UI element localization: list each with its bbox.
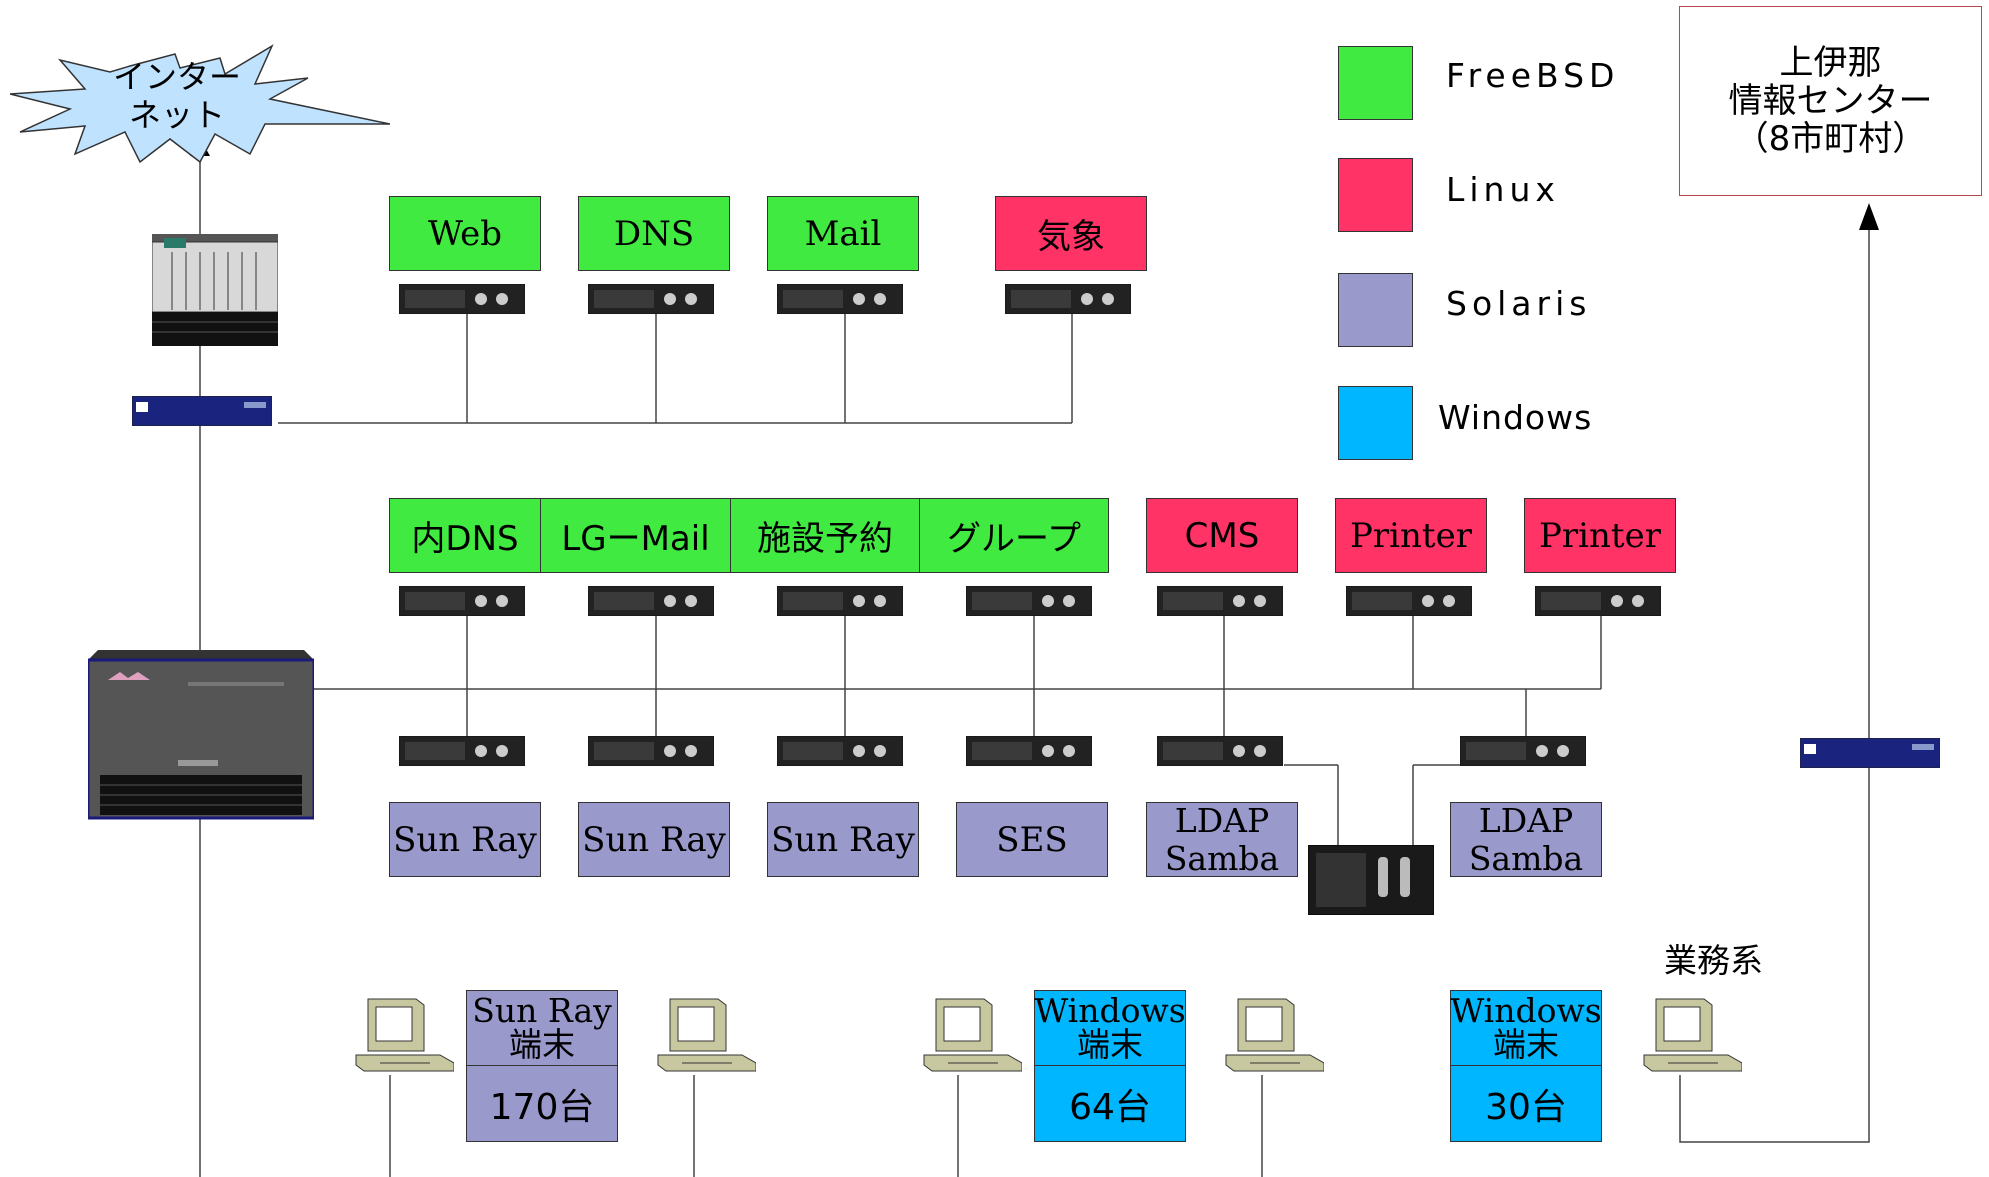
server-box-web: Web: [389, 196, 541, 271]
server-box-dns: DNS: [578, 196, 730, 271]
server-icon: [1157, 736, 1283, 766]
server-icon: [1005, 284, 1131, 314]
router-icon: [152, 234, 278, 346]
legend-swatch-solaris: [1338, 273, 1413, 347]
server-icon: [399, 736, 525, 766]
server-box-sunray: Sun Ray: [767, 802, 919, 877]
internet-label: インター ネット: [112, 58, 241, 134]
terminal-type-label: Sun Ray 端末: [467, 991, 617, 1066]
internet-cloud-icon: [10, 44, 390, 164]
legend-label-freebsd: FreeBSD: [1446, 56, 1620, 95]
pc-icon: [1225, 998, 1324, 1072]
server-icon: [1535, 586, 1661, 616]
legend-swatch-linux: [1338, 158, 1413, 232]
pc-icon: [923, 998, 1022, 1072]
server-box-weather: 気象: [995, 196, 1147, 271]
server-icon: [1346, 586, 1472, 616]
server-box-lg-mail: LGーMail: [540, 498, 731, 573]
legend-label-solaris: Solaris: [1446, 284, 1592, 323]
server-icon: [777, 586, 903, 616]
legend-swatch-windows: [1338, 386, 1413, 460]
server-box-ses: SES: [956, 802, 1108, 877]
server-icon: [1460, 736, 1586, 766]
arrow-up-icon: [1859, 203, 1879, 230]
legend-label-windows: Windows: [1438, 398, 1593, 437]
server-icon: [399, 284, 525, 314]
server-box-groupware: グループ: [919, 498, 1109, 573]
terminal-box-windows: Windows 端末 30台: [1450, 990, 1602, 1142]
switch-icon: [132, 396, 272, 426]
terminal-type-label: Windows 端末: [1034, 991, 1186, 1066]
server-icon: [777, 284, 903, 314]
terminal-count: 64台: [1069, 1086, 1151, 1128]
business-system-label: 業務系: [1664, 941, 1763, 980]
server-box-ldap-samba: LDAP Samba: [1146, 801, 1298, 877]
server-icon: [966, 736, 1092, 766]
server-box-mail: Mail: [767, 196, 919, 271]
terminal-count: 30台: [1485, 1086, 1567, 1128]
terminal-count: 170台: [489, 1086, 595, 1128]
core-switch-icon: [88, 650, 314, 820]
legend-label-linux: Linux: [1446, 170, 1560, 209]
pc-icon: [1643, 998, 1742, 1072]
server-box-sunray: Sun Ray: [578, 802, 730, 877]
terminal-type-label: Windows 端末: [1450, 991, 1602, 1066]
info-center-box: 上伊那 情報センター （8市町村）: [1679, 6, 1982, 196]
server-box-internal-dns: 内DNS: [389, 498, 541, 573]
server-icon: [1157, 586, 1283, 616]
server-box-ldap-samba: LDAP Samba: [1450, 801, 1602, 877]
server-icon: [588, 284, 714, 314]
terminal-box-sunray: Sun Ray 端末 170台: [466, 990, 618, 1142]
server-icon: [777, 736, 903, 766]
server-box-facility-reservation: 施設予約: [730, 498, 920, 573]
server-icon: [399, 586, 525, 616]
server-icon: [588, 586, 714, 616]
server-box-sunray: Sun Ray: [389, 802, 541, 877]
server-icon: [588, 736, 714, 766]
pc-icon: [355, 998, 454, 1072]
legend-swatch-freebsd: [1338, 46, 1413, 120]
switch-icon: [1800, 738, 1940, 768]
server-box-printer: Printer: [1335, 498, 1487, 573]
pc-icon: [657, 998, 756, 1072]
storage-icon: [1308, 845, 1434, 915]
terminal-box-windows: Windows 端末 64台: [1034, 990, 1186, 1142]
server-box-cms: CMS: [1146, 498, 1298, 573]
server-box-printer: Printer: [1524, 498, 1676, 573]
server-icon: [966, 586, 1092, 616]
